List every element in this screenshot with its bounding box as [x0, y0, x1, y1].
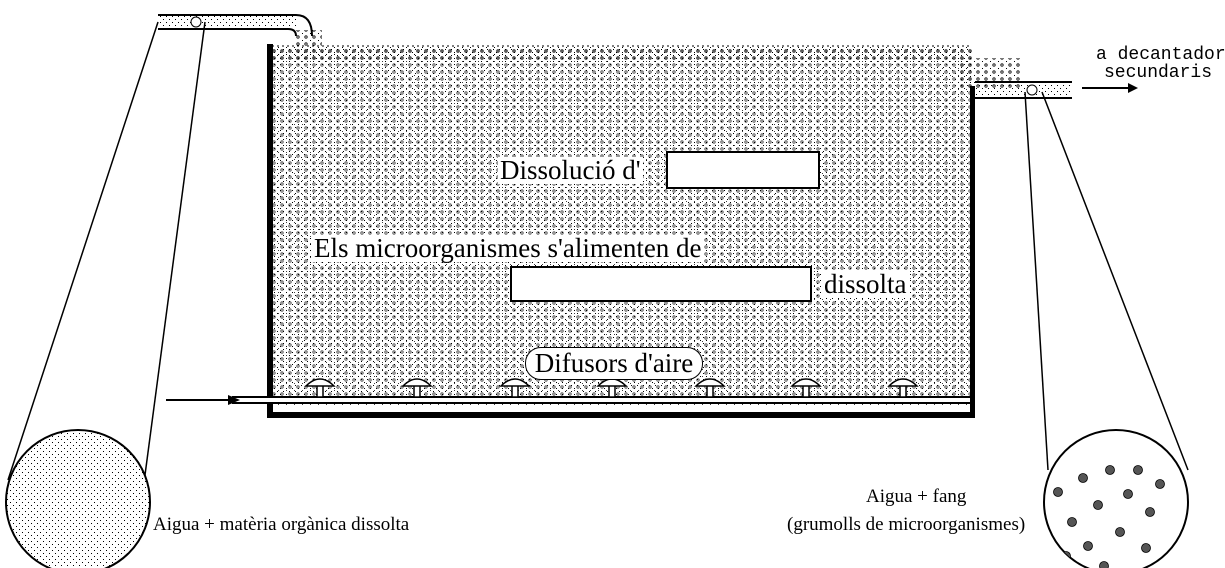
dissolucio-label: Dissolució d' — [498, 155, 643, 185]
air-supply-pipe — [232, 396, 970, 404]
difusors-label: Difusors d'aire — [534, 348, 694, 378]
inlet-zoom-caption: Aigua + matèria orgànica dissolta — [153, 514, 410, 535]
difusors-label-pill: Difusors d'aire — [525, 347, 703, 380]
floc-particle — [1067, 517, 1077, 527]
floc-particle — [1123, 489, 1133, 499]
outlet-zoom-lens — [1024, 91, 1189, 568]
floc-particle — [1145, 507, 1155, 517]
tank-left-wall — [267, 44, 273, 418]
air-diffuser-icon — [401, 378, 433, 398]
inlet-pipe — [158, 14, 313, 37]
floc-particle — [1133, 465, 1143, 475]
outlet-zoom-caption-line1: Aigua + fang — [866, 486, 967, 507]
tank-bottom-wall — [267, 412, 975, 418]
outlet-destination-line1: a decantadors — [1096, 45, 1225, 65]
inlet-pour — [296, 30, 322, 60]
dissolta-label: dissolta — [822, 269, 909, 299]
inlet-zoom-lens — [5, 21, 206, 568]
floc-particle — [1053, 487, 1063, 497]
outlet-pipe — [975, 81, 1072, 99]
tank-right-wall — [970, 86, 975, 418]
air-diffuser-icon — [887, 378, 919, 398]
outlet-zoom-caption-line2: (grumolls de microorganismes) — [787, 514, 1026, 535]
floc-particle — [1083, 541, 1093, 551]
arrow-right-icon — [166, 395, 240, 405]
tank-water-bubbles — [272, 48, 972, 406]
floc-particle — [1099, 561, 1109, 568]
arrow-right-icon — [1082, 83, 1138, 93]
air-diffuser-icon — [694, 378, 726, 398]
floc-particle — [1093, 500, 1103, 510]
alimenten-answer-box[interactable] — [510, 266, 812, 302]
floc-particle — [1061, 551, 1071, 561]
air-diffuser-icon — [499, 378, 531, 398]
floc-particle — [1078, 473, 1088, 483]
floc-particle — [1141, 543, 1151, 553]
dissolucio-answer-box[interactable] — [666, 151, 820, 189]
floc-particle — [1115, 527, 1125, 537]
air-diffuser-icon — [790, 378, 822, 398]
microorganismes-label: Els microorganismes s'alimenten de — [312, 233, 704, 263]
diffusers-row — [304, 378, 919, 398]
water-surface-foam — [272, 46, 972, 60]
floc-particle — [1155, 479, 1165, 489]
outlet-destination-line2: secundaris — [1104, 63, 1213, 83]
air-diffuser-icon — [304, 378, 336, 398]
floc-particle — [1105, 465, 1115, 475]
